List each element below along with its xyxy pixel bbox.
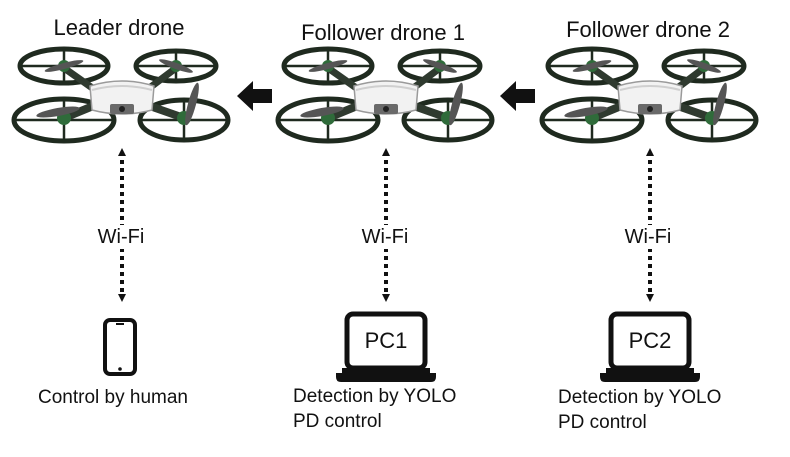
follower-1-caption: Detection by YOLO PD control bbox=[293, 384, 456, 434]
leader-drone-title: Leader drone bbox=[53, 15, 185, 40]
follower-2-caption: Detection by YOLO PD control bbox=[558, 385, 721, 435]
wifi-label: Wi-Fi bbox=[96, 225, 146, 249]
pc2-label: PC2 bbox=[628, 328, 672, 353]
follower-drone-2-title: Follower drone 2 bbox=[566, 17, 730, 42]
leader-caption: Control by human bbox=[38, 385, 188, 410]
follower-drone-1-title: Follower drone 1 bbox=[301, 20, 465, 45]
caption-line: Detection by YOLO bbox=[293, 386, 457, 407]
caption-line: PD control bbox=[558, 412, 647, 433]
smartphone-icon bbox=[103, 318, 137, 376]
caption-line: PD control bbox=[293, 411, 382, 432]
follow-arrow-icon bbox=[500, 81, 535, 111]
caption-line: Detection by YOLO bbox=[558, 387, 722, 408]
wifi-label: Wi-Fi bbox=[623, 225, 673, 249]
follow-arrow-icon bbox=[237, 81, 272, 111]
wifi-label: Wi-Fi bbox=[360, 225, 410, 249]
follower-drone-1-icon bbox=[278, 49, 492, 141]
pc1-label: PC1 bbox=[364, 328, 408, 353]
follower-drone-2-icon bbox=[542, 49, 756, 141]
caption-line: Control by human bbox=[38, 387, 188, 408]
leader-drone-icon bbox=[14, 49, 228, 141]
